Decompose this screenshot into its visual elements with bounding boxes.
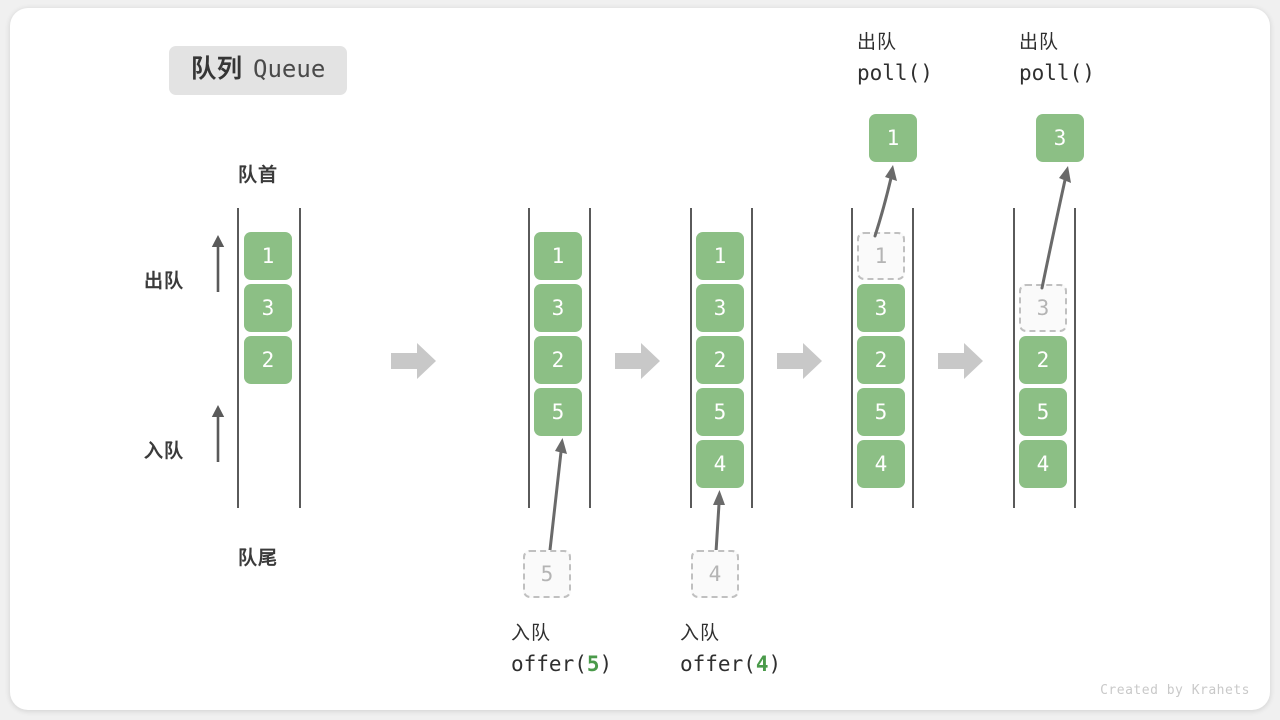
queue-cell: 2 bbox=[244, 336, 292, 384]
step-arrow-icon bbox=[391, 341, 437, 381]
offer-5-call-prefix: offer( bbox=[511, 651, 587, 676]
queue-cell-ghost: 3 bbox=[1019, 284, 1067, 332]
poll-1-label: 出队 poll() bbox=[857, 29, 933, 89]
column-2-rail-left bbox=[528, 208, 530, 508]
queue-cell: 4 bbox=[857, 440, 905, 488]
column-4-rail-left bbox=[851, 208, 853, 508]
offer-5-label-call: offer(5) bbox=[511, 649, 612, 681]
poll-3-label: 出队 poll() bbox=[1019, 29, 1095, 89]
column-2-cells: 1 3 2 5 bbox=[534, 232, 582, 436]
offer-5-ghost-cell: 5 bbox=[523, 550, 571, 598]
queue-cell: 4 bbox=[696, 440, 744, 488]
queue-cell: 3 bbox=[696, 284, 744, 332]
column-1-rail-left bbox=[237, 208, 239, 508]
queue-cell: 1 bbox=[534, 232, 582, 280]
column-5-rail-left bbox=[1013, 208, 1015, 508]
credit-text: Created by Krahets bbox=[1100, 683, 1250, 698]
queue-cell: 5 bbox=[857, 388, 905, 436]
label-enqueue: 入队 bbox=[144, 441, 185, 462]
label-queue-head: 队首 bbox=[238, 165, 279, 186]
queue-cell: 3 bbox=[857, 284, 905, 332]
column-5-rail-right bbox=[1074, 208, 1076, 508]
poll-1-arrow-icon bbox=[857, 160, 917, 238]
step-arrow-icon bbox=[615, 341, 661, 381]
label-dequeue: 出队 bbox=[144, 271, 185, 292]
poll-3-label-call: poll() bbox=[1019, 60, 1095, 85]
queue-cell: 3 bbox=[244, 284, 292, 332]
offer-4-label: 入队 offer(4) bbox=[680, 620, 781, 680]
column-3-rail-right bbox=[751, 208, 753, 508]
offer-4-call-value: 4 bbox=[755, 651, 769, 676]
poll-1-popped-cell: 1 bbox=[869, 114, 917, 162]
column-4-rail-right bbox=[912, 208, 914, 508]
step-arrow-icon bbox=[777, 341, 823, 381]
offer-5-call-value: 5 bbox=[586, 651, 600, 676]
poll-3-label-cn: 出队 bbox=[1019, 32, 1060, 53]
queue-cell: 3 bbox=[534, 284, 582, 332]
queue-cell: 2 bbox=[1019, 336, 1067, 384]
offer-4-insert-arrow-icon bbox=[696, 482, 740, 554]
column-2-rail-right bbox=[589, 208, 591, 508]
queue-cell: 4 bbox=[1019, 440, 1067, 488]
queue-cell: 2 bbox=[534, 336, 582, 384]
queue-cell: 5 bbox=[696, 388, 744, 436]
title-en: Queue bbox=[253, 55, 326, 83]
column-3-cells: 1 3 2 5 4 bbox=[696, 232, 744, 488]
offer-4-label-cn: 入队 bbox=[680, 623, 721, 644]
offer-4-call-prefix: offer( bbox=[680, 651, 756, 676]
queue-cell-ghost: 1 bbox=[857, 232, 905, 280]
queue-cell: 1 bbox=[696, 232, 744, 280]
offer-4-ghost-cell: 4 bbox=[691, 550, 739, 598]
offer-4-label-call: offer(4) bbox=[680, 649, 781, 681]
queue-cell: 1 bbox=[244, 232, 292, 280]
offer-5-label-cn: 入队 bbox=[511, 623, 552, 644]
enqueue-direction-arrow-icon bbox=[206, 402, 230, 464]
offer-5-insert-arrow-icon bbox=[528, 430, 578, 552]
queue-cell: 5 bbox=[534, 388, 582, 436]
poll-3-arrow-icon bbox=[1018, 160, 1088, 290]
poll-3-popped-cell: 3 bbox=[1036, 114, 1084, 162]
offer-5-label: 入队 offer(5) bbox=[511, 620, 612, 680]
queue-cell: 2 bbox=[857, 336, 905, 384]
column-1-rail-right bbox=[299, 208, 301, 508]
column-3-rail-left bbox=[690, 208, 692, 508]
title-badge: 队列 Queue bbox=[169, 46, 348, 95]
column-1-cells: 1 3 2 bbox=[244, 232, 292, 384]
poll-1-label-cn: 出队 bbox=[857, 32, 898, 53]
offer-4-call-suffix: ) bbox=[768, 651, 782, 676]
column-5-cells: 3 2 5 4 bbox=[1019, 232, 1067, 488]
poll-1-label-call: poll() bbox=[857, 60, 933, 85]
column-4-cells: 1 3 2 5 4 bbox=[857, 232, 905, 488]
step-arrow-icon bbox=[938, 341, 984, 381]
queue-cell: 5 bbox=[1019, 388, 1067, 436]
title-cn: 队列 bbox=[191, 55, 244, 83]
queue-cell: 2 bbox=[696, 336, 744, 384]
dequeue-direction-arrow-icon bbox=[206, 232, 230, 294]
offer-5-call-suffix: ) bbox=[599, 651, 613, 676]
label-queue-tail: 队尾 bbox=[238, 548, 279, 569]
